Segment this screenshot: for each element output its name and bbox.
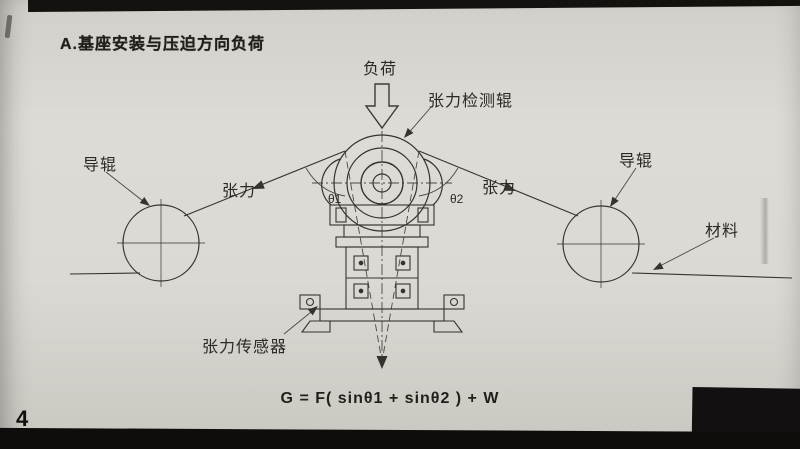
guide-roller-left-drawing — [117, 199, 205, 287]
label-tension-left: 张力 — [222, 183, 257, 200]
centerlines — [312, 131, 452, 369]
resultant-arrowhead-icon — [376, 356, 388, 369]
label-theta1: θ1 — [328, 192, 342, 206]
label-load: 负荷 — [363, 61, 398, 78]
label-guide-roller-left: 导辊 — [83, 157, 118, 174]
detection-roller-drawing — [321, 134, 443, 232]
sensor-mount-drawing — [299, 204, 465, 333]
load-formula: G = F( sinθ1 + sinθ2 ) + W — [280, 390, 500, 407]
label-tension-right: 张力 — [482, 180, 517, 197]
scan-smudge-right — [760, 198, 769, 264]
label-material: 材料 — [705, 223, 740, 240]
force-component-lines — [344, 150, 420, 357]
leader-lines — [105, 105, 715, 335]
section-title: A.基座安装与压迫方向负荷 — [60, 36, 266, 53]
page-number: 4 — [16, 406, 29, 431]
material-path — [69, 150, 793, 279]
load-arrow-icon — [364, 83, 400, 130]
scan-bottom-edge — [0, 427, 800, 449]
angle-arcs — [305, 167, 459, 197]
tension-arrow-icons — [252, 180, 516, 191]
guide-roller-right-drawing — [557, 200, 645, 288]
label-theta2: θ2 — [450, 192, 464, 206]
label-detection-roller: 张力检测辊 — [428, 93, 514, 110]
label-tension-sensor: 张力传感器 — [202, 339, 288, 356]
label-guide-roller-right: 导辊 — [619, 153, 654, 170]
